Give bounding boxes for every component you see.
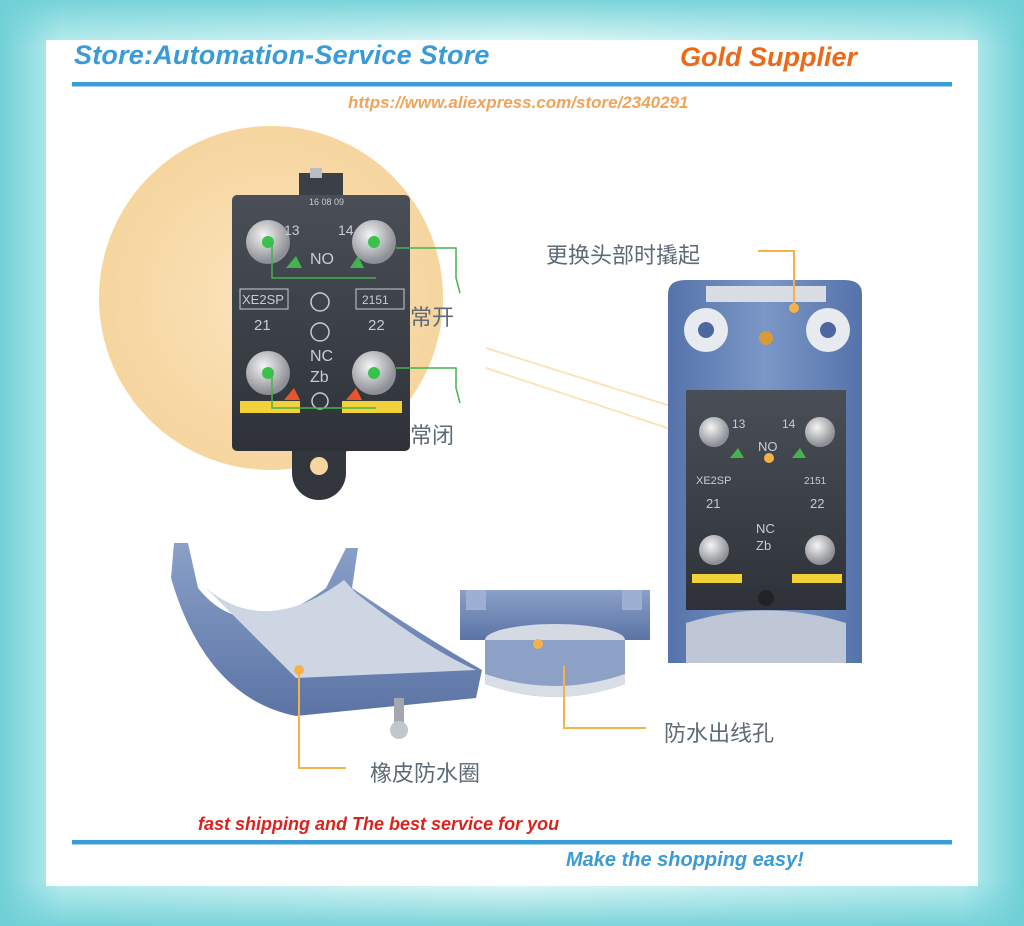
switch-cover: [171, 543, 482, 769]
assembled-switch: 13 14 NO XE2SP 2151 21 22 NC Zb: [668, 250, 862, 663]
zoom-terminal-13: 13: [284, 222, 300, 238]
zoom-no-label: NO: [310, 251, 334, 268]
zoom-date-code: 16 08 09: [309, 197, 344, 207]
shipping-tagline: fast shipping and The best service for y…: [198, 814, 560, 834]
right-code: 2151: [804, 476, 827, 487]
callout-normally-open: 常开: [410, 306, 455, 331]
zoomed-contact-block: 16 08 09 13 14 NO XE2SP 2151 21 22 NC Zb: [232, 168, 461, 500]
right-terminal-22: 22: [810, 496, 824, 511]
right-model: XE2SP: [696, 475, 731, 487]
cable-gland: [460, 590, 650, 729]
shopping-slogan: Make the shopping easy!: [566, 849, 804, 871]
zoom-terminal-21: 21: [254, 317, 271, 334]
zoom-terminal-22: 22: [368, 317, 385, 334]
zoom-code: 2151: [362, 293, 389, 307]
callout-waterproof-outlet: 防水出线孔: [664, 722, 775, 747]
zoom-terminal-14: 14: [338, 222, 354, 238]
right-terminal-21: 21: [706, 496, 720, 511]
zoom-model: XE2SP: [242, 292, 284, 307]
product-photo: 16 08 09 13 14 NO XE2SP 2151 21 22 NC Zb…: [99, 126, 862, 769]
right-terminal-14: 14: [782, 417, 796, 431]
gold-supplier-label: Gold Supplier: [680, 42, 858, 72]
right-terminal-13: 13: [732, 417, 746, 431]
right-zb-label: Zb: [756, 538, 771, 553]
callout-head-replace: 更换头部时撬起: [546, 244, 701, 269]
right-nc-label: NC: [756, 521, 775, 536]
footer-divider: [72, 840, 952, 845]
callout-rubber-seal: 橡皮防水圈: [370, 762, 481, 787]
header-divider: [72, 82, 952, 87]
store-title: Store:Automation-Service Store: [74, 40, 490, 70]
zoom-zb-label: Zb: [310, 369, 329, 386]
right-no-label: NO: [758, 439, 778, 454]
callout-normally-closed: 常闭: [410, 424, 455, 449]
zoom-nc-label: NC: [310, 348, 333, 365]
store-url: https://www.aliexpress.com/store/2340291: [348, 93, 689, 112]
